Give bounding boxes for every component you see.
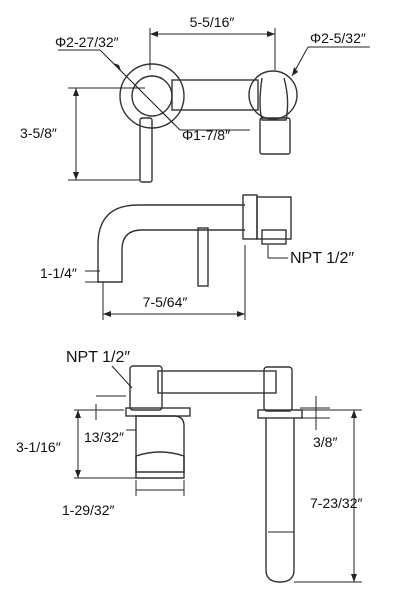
- top-height-label: 3-5/8″: [20, 125, 57, 141]
- front-spout-flange-label: 3/8″: [313, 434, 337, 450]
- front-npt-label: NPT 1/2″: [66, 349, 130, 366]
- center-distance-label: 5-5/16″: [190, 14, 235, 30]
- handle-lever: [139, 117, 153, 183]
- front-connector-bar: [157, 370, 277, 394]
- handle-base-inner: [131, 75, 173, 117]
- front-spout-length-label: 7-23/32″: [310, 495, 362, 511]
- front-left-cap: [129, 365, 163, 411]
- side-handle-lever: [197, 227, 209, 287]
- top-connector-bar: [171, 79, 259, 111]
- spout-top-body: [259, 77, 289, 121]
- front-flange-thickness-label: 13/32″: [84, 429, 124, 445]
- front-depth-label: 3-1/16″: [16, 439, 61, 455]
- inner-diameter-label: Φ1-7/8″: [182, 127, 230, 143]
- front-valve-body: [135, 415, 185, 479]
- side-reach-label: 7-5/64″: [143, 294, 188, 310]
- front-spout-tube: [265, 418, 295, 583]
- front-right-cap: [263, 366, 293, 412]
- side-npt-fitting: [261, 229, 287, 245]
- side-wall-plate: [242, 194, 258, 240]
- handle-plate-diameter-label: Φ2-27/32″: [55, 34, 119, 50]
- side-npt-label: NPT 1/2″: [290, 250, 354, 267]
- spout-top-end: [259, 117, 291, 155]
- front-right-flange: [257, 409, 303, 419]
- top-view: 5-5/16″ Φ2-27/32″ Φ2-5/32″ Φ1-7/8″ 3-5/8…: [20, 14, 370, 183]
- front-valve-trim: [135, 451, 185, 473]
- side-view: NPT 1/2″ 1-1/4″ 7-5/64″: [40, 194, 354, 320]
- side-valve-body: [256, 196, 292, 240]
- spout-base-outline: [248, 70, 298, 120]
- front-valve-width-label: 1-29/32″: [62, 502, 114, 518]
- side-spout-arm: [97, 204, 245, 283]
- front-view: NPT 1/2″ 3-1/16″ 13/32″ 3/8″ 1-29/32″ 7-…: [16, 349, 362, 583]
- side-outlet-height-label: 1-1/4″: [40, 265, 77, 281]
- front-left-flange: [125, 407, 191, 417]
- spout-plate-diameter-label: Φ2-5/32″: [310, 30, 366, 46]
